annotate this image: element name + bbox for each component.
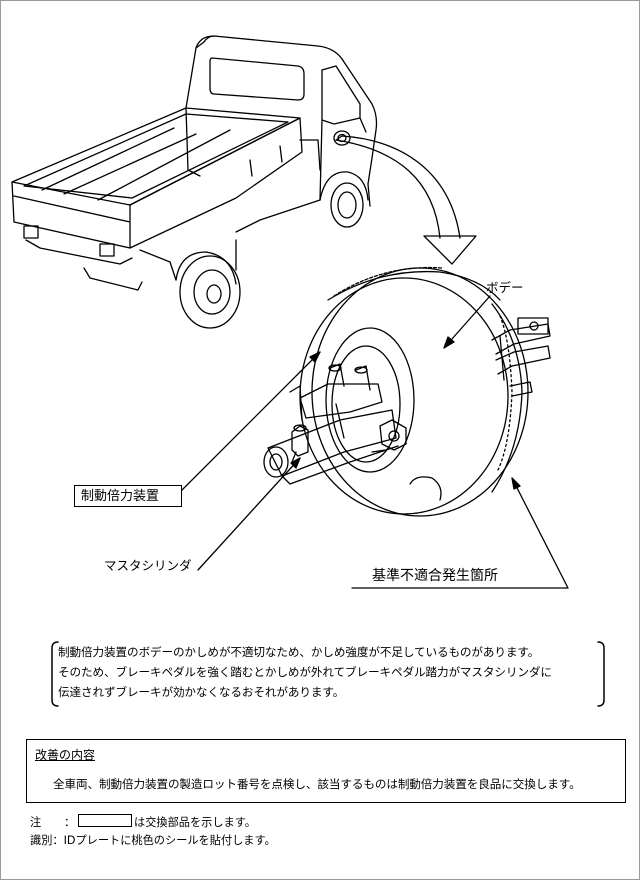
- id-key: 識別：: [30, 834, 64, 847]
- remedy-box: 改善の内容 全車両、制動倍力装置の製造ロット番号を点検し、該当するものは制動倍力…: [26, 739, 626, 803]
- brake-booster-drawing: [263, 266, 551, 517]
- label-defect-location: 基準不適合発生箇所: [372, 568, 498, 584]
- replacement-part-swatch: [78, 814, 132, 827]
- description-line: 伝達されずブレーキが効かなくなるおそれがあります。: [58, 685, 345, 699]
- label-body: ボデー: [486, 280, 524, 295]
- label-master-cylinder: マスタシリンダ: [104, 558, 192, 573]
- light-truck-drawing: [11, 35, 378, 329]
- note-separator: ：: [64, 816, 76, 829]
- description-line: そのため、ブレーキペダルを強く踏むとかしめが外れてブレーキペダル踏力がマスタシリ…: [58, 665, 552, 679]
- note-identification: 識別：IDプレートに桃色のシールを貼付します。: [30, 832, 276, 850]
- description-brackets: [51, 641, 605, 707]
- note-text: は交換部品を示します。: [134, 816, 256, 829]
- defect-description: 制動倍力装置のボデーのかしめが不適切なため、かしめ強度が不足しているものがありま…: [58, 642, 598, 708]
- remedy-title: 改善の内容: [35, 748, 96, 762]
- remedy-text: 全車両、制動倍力装置の製造ロット番号を点検し、該当するものは制動倍力装置を良品に…: [53, 777, 581, 791]
- leader-lines: [181, 295, 569, 589]
- id-text: IDプレートに桃色のシールを貼付します。: [63, 834, 276, 847]
- description-line: 制動倍力装置のボデーのかしめが不適切なため、かしめ強度が不足しているものがありま…: [58, 645, 540, 659]
- zoom-arrow: [335, 135, 477, 265]
- note-replacement-part: 注 ： は交換部品を示します。: [30, 814, 276, 832]
- label-brake-booster: 制動倍力装置: [74, 485, 182, 507]
- notes: 注 ： は交換部品を示します。 識別：IDプレートに桃色のシールを貼付します。: [30, 814, 276, 850]
- note-key: 注: [30, 816, 42, 829]
